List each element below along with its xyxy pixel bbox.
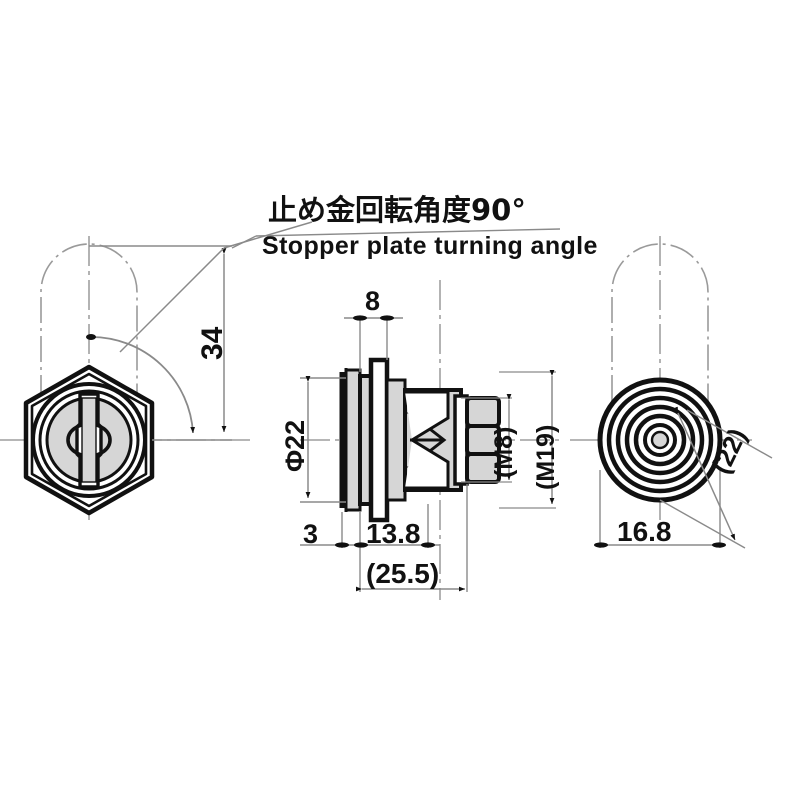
barrel-collar (368, 357, 390, 523)
dim-tick-138 (421, 542, 435, 548)
dimension-label-m8: (M8) (490, 426, 518, 478)
title-japanese: 止め金回転角度90° (268, 193, 526, 227)
rear-nut-seg-top (465, 396, 501, 428)
cavity-lower (405, 438, 450, 490)
cavity-upper (405, 390, 450, 442)
leader-line-angle-diag (119, 247, 225, 353)
dimension-22-group (659, 406, 773, 549)
dim-tick-8-right (380, 315, 394, 321)
rotation-arc-90deg (90, 336, 196, 434)
dimension-line-22 (673, 406, 736, 541)
dimension-label-34: 34 (196, 326, 229, 360)
dim-tick-3-b (354, 542, 368, 548)
dimension-label-3: 3 (303, 519, 319, 549)
dimension-thread-group (461, 370, 556, 509)
keyway-inner-bar (81, 397, 97, 483)
dimension-lower-group (300, 484, 468, 592)
dim-tick-8-left (353, 315, 367, 321)
dim-tick-168-right (712, 542, 726, 548)
dimension-label-13-8: 13.8 (366, 518, 421, 549)
leader-line-angle (223, 221, 313, 249)
stopper-plate-outline-left (40, 243, 138, 440)
title-leader (231, 235, 257, 249)
dimension-label-25-5: (25.5) (366, 558, 440, 589)
dimension-8-group (344, 315, 403, 372)
leader-22-lower (659, 499, 746, 549)
barrel-section-2 (385, 378, 407, 502)
stopper-plate-outline-right (611, 243, 709, 440)
rear-center-hole (650, 430, 670, 450)
rear-view-group (570, 236, 752, 520)
dimension-34-group (86, 221, 313, 441)
arc-start-dot (86, 334, 96, 340)
dimension-label-16-8: 16.8 (617, 516, 672, 547)
dimension-phi22-group (300, 376, 346, 503)
dimension-label-m19: (M19) (532, 424, 560, 490)
title-english: Stopper plate turning angle (262, 232, 598, 260)
section-view-group (300, 280, 560, 600)
dimension-label-8: 8 (365, 286, 381, 316)
dim-tick-168-left (594, 542, 608, 548)
front-view-group (0, 236, 250, 520)
title-underline (255, 228, 561, 237)
flange-body (344, 368, 362, 512)
dimension-label-phi22: Φ22 (280, 419, 310, 472)
hex-nut-inner-chamfer (30, 372, 148, 508)
dim-tick-3-a (335, 542, 349, 548)
